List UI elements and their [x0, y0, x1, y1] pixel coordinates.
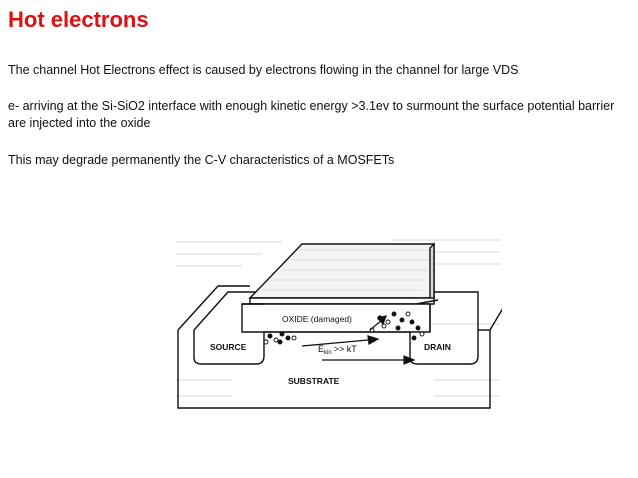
electron-flow-arrows [301, 315, 416, 365]
energy-subscript: kin [324, 350, 332, 356]
drain-label: DRAIN [424, 342, 451, 352]
paragraph-hot-electrons-effect: The channel Hot Electrons effect is caus… [8, 63, 519, 77]
substrate-label: SUBSTRATE [288, 376, 340, 386]
source-label: SOURCE [210, 342, 247, 352]
energy-relation: >> kT [334, 344, 358, 354]
paragraph-oxide-injection: e- arriving at the Si-SiO2 interface wit… [8, 99, 615, 130]
electron-dots [263, 311, 425, 345]
oxide-label: OXIDE (damaged) [282, 314, 352, 324]
paragraph-cv-degradation: This may degrade permanently the C-V cha… [8, 153, 395, 167]
gate-oxide-stack [241, 242, 439, 333]
energy-label: Ekin>> kT [318, 344, 357, 356]
slide-title: Hot electrons [8, 7, 149, 32]
substrate-block [177, 285, 502, 409]
mosfet-hot-electron-diagram: OXIDE (damaged) SOURCE DRAIN SUBSTRATE E… [176, 239, 502, 409]
energy-symbol: E [318, 344, 324, 354]
